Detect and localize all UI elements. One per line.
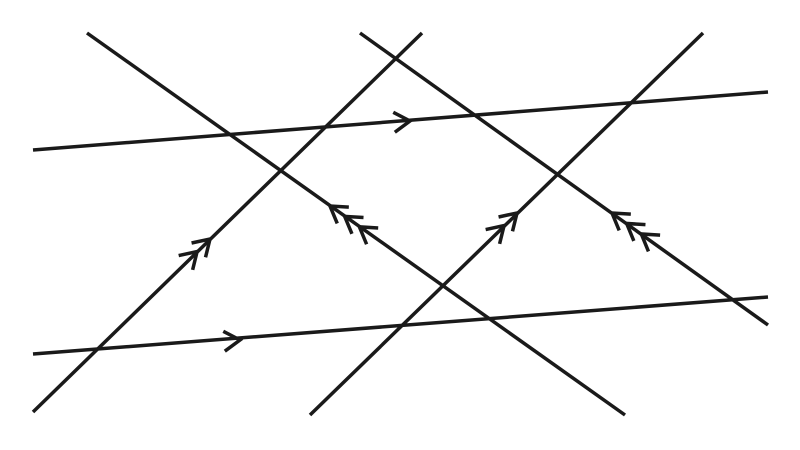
falling-diagonal-line-2 bbox=[358, 31, 770, 327]
near-horizontal-line-1 bbox=[32, 90, 769, 152]
line-segment bbox=[308, 31, 705, 417]
arrow-mark-icon bbox=[327, 204, 349, 225]
line-segment bbox=[85, 31, 627, 417]
line-segment bbox=[358, 31, 770, 327]
arrow-mark-icon bbox=[485, 223, 507, 245]
line-segment bbox=[32, 90, 769, 152]
falling-diagonal-line-1 bbox=[85, 31, 627, 417]
arrow-mark-icon bbox=[356, 224, 379, 245]
arrow-mark-icon bbox=[341, 214, 364, 235]
arrow-mark-icon bbox=[191, 236, 213, 258]
rising-diagonal-line-1 bbox=[31, 31, 424, 414]
arrow-mark-icon bbox=[623, 221, 646, 242]
arrow-mark-icon bbox=[609, 211, 631, 232]
arrow-mark-icon bbox=[638, 232, 661, 253]
line-segment bbox=[31, 31, 424, 414]
arrow-mark-icon bbox=[498, 210, 520, 232]
arrow-mark-icon bbox=[222, 329, 244, 353]
arrow-mark-icon bbox=[178, 249, 200, 271]
arrow-mark-icon bbox=[392, 110, 414, 134]
rising-diagonal-line-2 bbox=[308, 31, 705, 417]
